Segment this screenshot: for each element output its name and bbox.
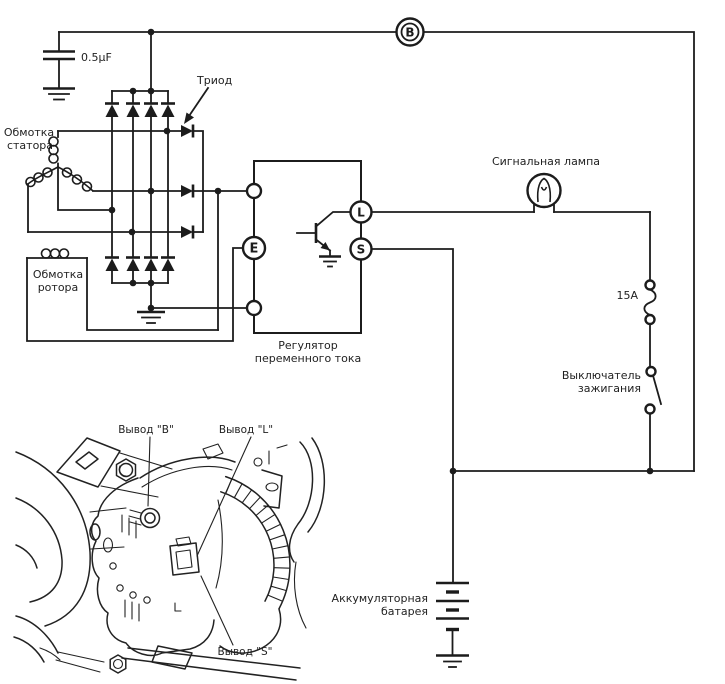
regulator-terminal-top <box>245 182 263 200</box>
bridge-ground-icon <box>137 310 165 324</box>
rotor-label-line2: ротора <box>38 281 79 294</box>
triode-label: Триод <box>196 74 233 87</box>
terminal-b: B <box>395 17 425 47</box>
terminal-s-label: S <box>357 243 366 257</box>
regulator-label-line1: Регулятор <box>278 339 337 352</box>
ignition-switch <box>644 365 663 472</box>
stator-winding <box>25 130 113 233</box>
signal-lamp-label: Сигнальная лампа <box>492 155 600 168</box>
regulator-terminal-bottom <box>245 299 263 317</box>
fuse-label: 15A <box>616 289 638 302</box>
triode-arrow-icon <box>184 86 210 124</box>
ignition-label-line1: Выключатель <box>562 369 641 382</box>
illustration-terminal-b-stud <box>128 507 161 529</box>
lamp-circuit <box>370 172 651 213</box>
callout-leaders <box>147 436 252 646</box>
callout-terminal-s: Вывод "S" <box>217 646 272 658</box>
fuse <box>643 211 657 368</box>
callout-terminal-l: Вывод "L" <box>219 424 273 436</box>
ignition-label-line2: зажигания <box>578 382 641 395</box>
signal-lamp-icon <box>526 172 562 209</box>
capacitor <box>43 31 75 101</box>
alternator-illustration <box>13 436 326 681</box>
circuit-wires <box>58 31 695 472</box>
diode-bridge <box>105 90 248 324</box>
battery-label-line1: Аккумуляторная <box>332 592 428 605</box>
terminal-l-label: L <box>357 206 365 220</box>
rotor-label-line1: Обмотка <box>33 268 83 281</box>
stator-label-line1: Обмотка <box>4 126 54 139</box>
battery-label-line2: батарея <box>381 605 428 618</box>
regulator-label-line2: переменного тока <box>255 352 361 365</box>
stator-label-line2: статора <box>7 139 53 152</box>
callout-terminal-b: Вывод "B" <box>118 424 174 436</box>
voltage-regulator: E L S <box>241 160 373 334</box>
battery-ground-icon <box>436 654 469 668</box>
junction-dots <box>108 28 654 475</box>
terminal-e <box>241 235 267 261</box>
illustration-connector <box>169 536 200 576</box>
battery-icon <box>436 581 469 656</box>
transistor-icon <box>296 211 352 268</box>
terminal-e-label: E <box>250 242 259 257</box>
diode-trio <box>27 124 248 331</box>
capacitor-label: 0.5μF <box>81 51 112 64</box>
rotor-winding <box>26 247 244 342</box>
capacitor-ground-icon <box>43 87 75 101</box>
terminal-b-label: B <box>405 26 414 40</box>
